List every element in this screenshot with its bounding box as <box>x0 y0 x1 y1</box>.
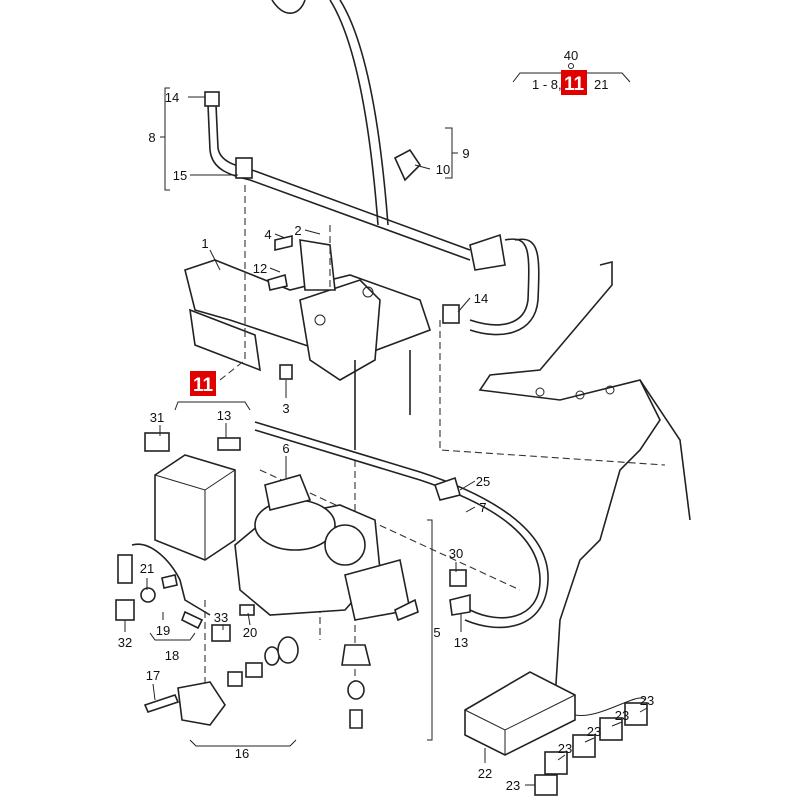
callout-25: 25 <box>476 474 490 489</box>
callout-23-d: 23 <box>558 741 572 756</box>
callout-13: 13 <box>217 408 231 423</box>
pipe-7 <box>254 421 549 629</box>
valve-assembly-16 <box>143 636 372 747</box>
callout-braces <box>149 87 458 741</box>
callout-12: 12 <box>253 261 267 276</box>
air-line-9 <box>271 0 389 226</box>
callout-21: 21 <box>140 561 154 576</box>
callout-18: 18 <box>165 648 179 663</box>
callout-5: 5 <box>433 625 440 640</box>
callout-17: 17 <box>146 668 160 683</box>
assembly-leaders <box>204 185 666 700</box>
callout-16: 16 <box>235 746 249 761</box>
callout-1: 1 <box>201 236 208 251</box>
callout-31: 31 <box>150 410 164 425</box>
callout-23-c: 23 <box>587 724 601 739</box>
ref-highlight: 11 <box>564 74 585 95</box>
body-panel <box>478 260 691 701</box>
callout-8: 8 <box>148 130 155 145</box>
callout-10: 10 <box>436 162 450 177</box>
ref-21: 21 <box>594 77 608 92</box>
callout-20: 20 <box>243 625 257 640</box>
callout-14: 14 <box>165 90 179 105</box>
compressor-6 <box>234 474 419 622</box>
callout-6: 6 <box>282 441 289 456</box>
callout-2: 2 <box>294 223 301 238</box>
highlight-box-header <box>561 70 587 95</box>
callout-15: 15 <box>173 168 187 183</box>
bracket-1 <box>184 234 432 450</box>
ecu-22 <box>464 671 648 796</box>
callout-11: 11 <box>193 375 214 396</box>
ref-range: 1 - 8, <box>532 77 562 92</box>
callout-7: 7 <box>479 500 486 515</box>
callout-19: 19 <box>156 623 170 638</box>
callout-23-a: 23 <box>640 693 654 708</box>
sensor-parts <box>115 543 255 642</box>
callout-22: 22 <box>478 766 492 781</box>
ref-40: 40 <box>564 48 578 63</box>
callout-9: 9 <box>462 146 469 161</box>
callout-3: 3 <box>282 401 289 416</box>
callout-23-b: 23 <box>615 708 629 723</box>
callout-4: 4 <box>264 227 271 242</box>
highlight-box-11 <box>190 371 216 396</box>
pipe-8 <box>204 91 540 336</box>
callout-23-e: 23 <box>506 778 520 793</box>
control-module-11 <box>144 432 241 561</box>
callout-30: 30 <box>449 546 463 561</box>
callout-13-b: 13 <box>454 635 468 650</box>
callout-14-b: 14 <box>474 291 488 306</box>
leader-lines <box>124 96 648 786</box>
callout-33: 33 <box>214 610 228 625</box>
callout-32: 32 <box>118 635 132 650</box>
